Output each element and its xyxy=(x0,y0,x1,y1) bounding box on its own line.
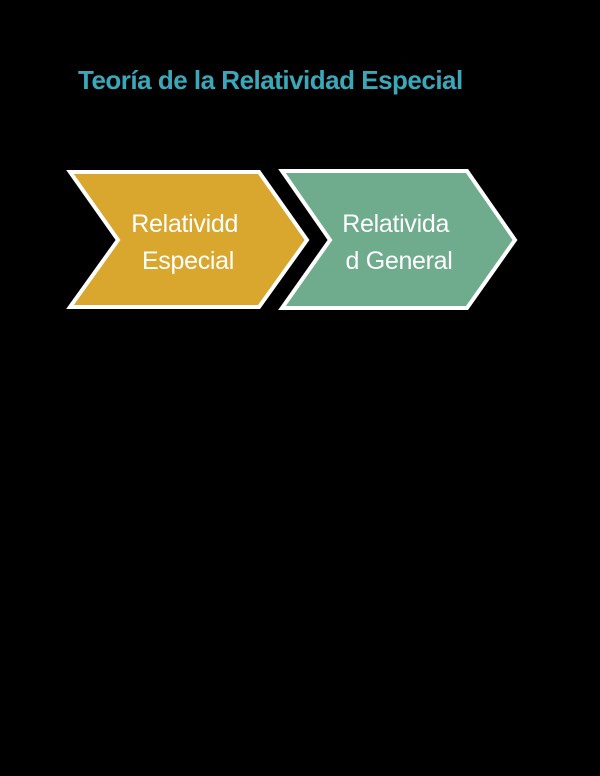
chevron-step-1-label: Relatividd Especial xyxy=(131,210,244,275)
page-title: Teoría de la Relatividad Especial xyxy=(78,65,463,95)
chevron-step-1-label-line-2: Especial xyxy=(142,247,234,275)
chevron-step-2-label: Relativida d General xyxy=(342,210,455,275)
chevron-step-1-shape xyxy=(66,170,310,309)
chevron-step-2-label-line-2: d General xyxy=(345,247,452,275)
chevron-step-1-label-line-1: Relatividd xyxy=(131,210,238,238)
chevron-step-2-shape xyxy=(278,169,518,310)
chevron-step-2-label-line-1: Relativida xyxy=(342,210,449,238)
